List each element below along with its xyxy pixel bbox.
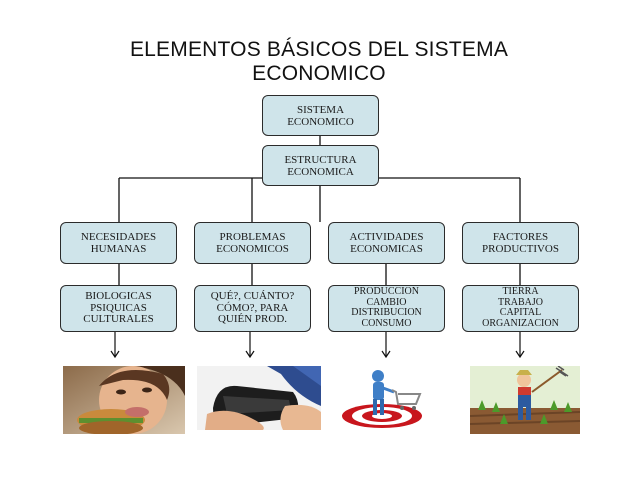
- arrow-4: [515, 332, 525, 359]
- arrow-2: [245, 332, 255, 359]
- box-text-line: ECONOMICOS: [216, 243, 289, 255]
- down-arrows: [110, 332, 525, 359]
- box-detail-problemas: QUÉ?, CUÁNTO? CÓMO?, PARA QUIÉN PROD.: [194, 285, 311, 332]
- box-text-line: NECESIDADES: [80, 231, 157, 243]
- box-factores-productivos: FACTORES PRODUCTIVOS: [462, 222, 579, 264]
- box-text-line: CAPITAL: [499, 307, 542, 318]
- box-text-line: DISTRIBUCION: [351, 307, 422, 318]
- box-sistema-economico: SISTEMA ECONOMICO: [262, 95, 379, 136]
- box-text-line: ACTIVIDADES: [349, 231, 424, 243]
- box-text-line: SISTEMA: [296, 103, 345, 116]
- box-text-line: CULTURALES: [83, 313, 154, 326]
- title-line-2: ECONOMICO: [252, 62, 386, 85]
- box-actividades-economicas: ACTIVIDADES ECONOMICAS: [328, 222, 445, 264]
- arrow-3: [381, 332, 391, 359]
- box-text-line: HUMANAS: [90, 243, 147, 255]
- box-text-line: PRODUCCION: [353, 286, 419, 297]
- box-detail-necesidades: BIOLOGICAS PSIQUICAS CULTURALES: [60, 285, 177, 332]
- box-text-line: ECONOMICAS: [350, 243, 423, 255]
- box-text-line: ORGANIZACION: [482, 317, 559, 329]
- box-text-line: TIERRA: [502, 286, 539, 297]
- diagram-title: ELEMENTOS BÁSICOS DEL SISTEMA ECONOMICO: [0, 38, 638, 86]
- box-text-line: CONSUMO: [361, 317, 412, 329]
- empty-wallet-image: [197, 366, 321, 430]
- box-problemas-economicos: PROBLEMAS ECONOMICOS: [194, 222, 311, 264]
- farmer-with-rake-image: [470, 366, 580, 434]
- arrow-1: [110, 332, 120, 359]
- box-text-line: CÓMO?, PARA: [216, 301, 289, 314]
- box-necesidades-humanas: NECESIDADES HUMANAS: [60, 222, 177, 264]
- box-text-line: ECONOMICO: [287, 115, 354, 128]
- box-detail-factores: TIERRA TRABAJO CAPITAL ORGANIZACION: [462, 285, 579, 332]
- box-text-line: PSIQUICAS: [90, 301, 147, 314]
- figure-on-target-with-cart-image: [332, 366, 452, 432]
- box-text-line: QUÉ?, CUÁNTO?: [210, 290, 295, 303]
- box-text-line: CAMBIO: [366, 296, 407, 308]
- box-text-line: BIOLOGICAS: [85, 290, 152, 303]
- box-text-line: PRODUCTIVOS: [481, 243, 559, 255]
- box-text-line: ESTRUCTURA: [284, 153, 357, 166]
- box-text-line: TRABAJO: [497, 296, 543, 308]
- person-eating-burger-image: [63, 366, 185, 434]
- box-detail-actividades: PRODUCCION CAMBIO DISTRIBUCION CONSUMO: [328, 285, 445, 332]
- box-text-line: ECONOMICA: [287, 165, 354, 178]
- box-estructura-economica: ESTRUCTURA ECONOMICA: [262, 145, 379, 186]
- box-text-line: QUIÉN PROD.: [217, 313, 288, 326]
- title-line-1: ELEMENTOS BÁSICOS DEL SISTEMA: [129, 38, 509, 61]
- box-text-line: FACTORES: [492, 231, 549, 243]
- box-text-line: PROBLEMAS: [219, 231, 286, 243]
